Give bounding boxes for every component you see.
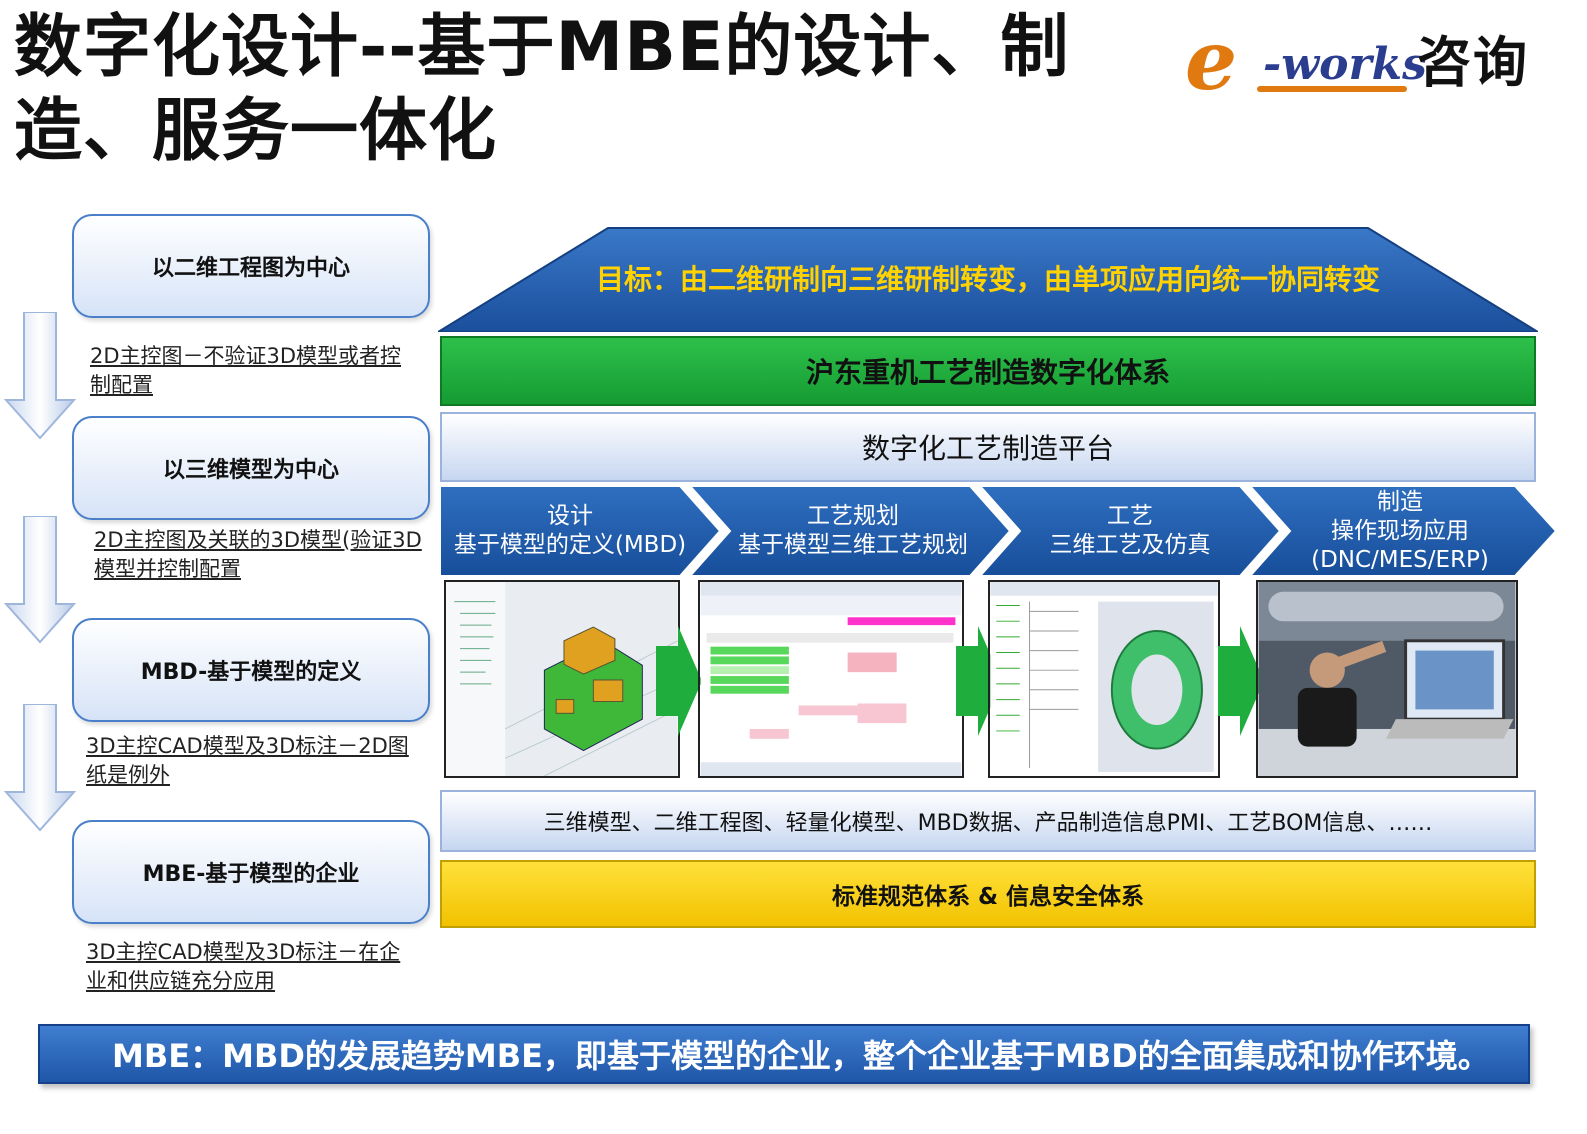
stage-note-mbe: 3D主控CAD模型及3D标注－在企业和供应链充分应用 bbox=[86, 940, 401, 993]
step-mfg-title: 制造 bbox=[1377, 488, 1423, 515]
standards-security-bar: 标准规范体系 & 信息安全体系 bbox=[440, 860, 1536, 928]
step-planning-desc: 基于模型三维工艺规划 bbox=[738, 532, 968, 558]
platform-bar: 数字化工艺制造平台 bbox=[440, 412, 1536, 482]
logo-e: e bbox=[1185, 13, 1238, 109]
logo-works: -works bbox=[1263, 39, 1427, 90]
step-design: 设计 基于模型的定义(MBD) bbox=[448, 486, 692, 576]
flow-arrow-icon bbox=[1218, 626, 1264, 736]
step-design-desc: 基于模型的定义(MBD) bbox=[453, 532, 687, 558]
step-mfg-desc: 操作现场应用 bbox=[1331, 517, 1469, 544]
down-arrow-icon bbox=[4, 516, 76, 644]
data-items-bar: 三维模型、二维工程图、轻量化模型、MBD数据、产品制造信息PMI、工艺BOM信息… bbox=[440, 790, 1536, 852]
step-design-title: 设计 bbox=[547, 503, 593, 529]
step-process-title: 工艺 bbox=[1107, 503, 1153, 529]
cad-model-image bbox=[444, 580, 680, 778]
process-planning-image bbox=[698, 580, 964, 778]
flow-arrow-icon bbox=[956, 626, 1002, 736]
stage-note-mbd: 3D主控CAD模型及3D标注－2D图纸是例外 bbox=[86, 734, 409, 787]
chevron-manufacturing bbox=[1248, 486, 1558, 576]
mbe-summary-banner: MBE：MBD的发展趋势MBE，即基于模型的企业，整个企业基于MBD的全面集成和… bbox=[38, 1024, 1530, 1084]
step-process-desc: 三维工艺及仿真 bbox=[1049, 532, 1211, 558]
step-process: 工艺 三维工艺及仿真 bbox=[1010, 486, 1250, 576]
goal-text: 目标：由二维研制向三维研制转变，由单项应用向统一协同转变 bbox=[595, 263, 1380, 296]
goal-roof bbox=[438, 227, 1538, 332]
logo-consulting: 咨询 bbox=[1417, 31, 1529, 94]
page-title: 数字化设计--基于MBE的设计、制造、服务一体化 bbox=[14, 8, 1070, 171]
down-arrow-icon bbox=[4, 704, 76, 832]
stage-mbe: MBE-基于模型的企业 bbox=[72, 820, 430, 924]
flow-arrow-icon bbox=[656, 626, 702, 736]
stage-2d-drawing-center: 以二维工程图为中心 bbox=[72, 214, 430, 318]
step-mfg-systems: (DNC/MES/ERP) bbox=[1311, 546, 1489, 573]
step-process-planning: 工艺规划 基于模型三维工艺规划 bbox=[738, 486, 968, 576]
step-planning-title: 工艺规划 bbox=[807, 503, 899, 529]
process-simulation-image bbox=[988, 580, 1220, 778]
eworks-logo: e -works 咨询 bbox=[1185, 18, 1545, 108]
stage-note-3d: 2D主控图及关联的3D模型(验证3D模型并控制配置 bbox=[94, 528, 422, 581]
logo-underline bbox=[1257, 86, 1407, 92]
process-chevrons bbox=[440, 486, 1558, 576]
down-arrow-icon bbox=[4, 312, 76, 440]
stage-3d-model-center: 以三维模型为中心 bbox=[72, 416, 430, 520]
chevron-process-planning bbox=[688, 486, 1012, 576]
step-manufacturing: 制造 操作现场应用 (DNC/MES/ERP) bbox=[1286, 486, 1514, 576]
digital-system-bar: 沪东重机工艺制造数字化体系 bbox=[440, 336, 1536, 406]
shopfloor-photo bbox=[1256, 580, 1518, 778]
stage-mbd: MBD-基于模型的定义 bbox=[72, 618, 430, 722]
stage-note-2d: 2D主控图－不验证3D模型或者控制配置 bbox=[90, 344, 402, 397]
chevron-design bbox=[440, 486, 722, 576]
chevron-process bbox=[978, 486, 1282, 576]
